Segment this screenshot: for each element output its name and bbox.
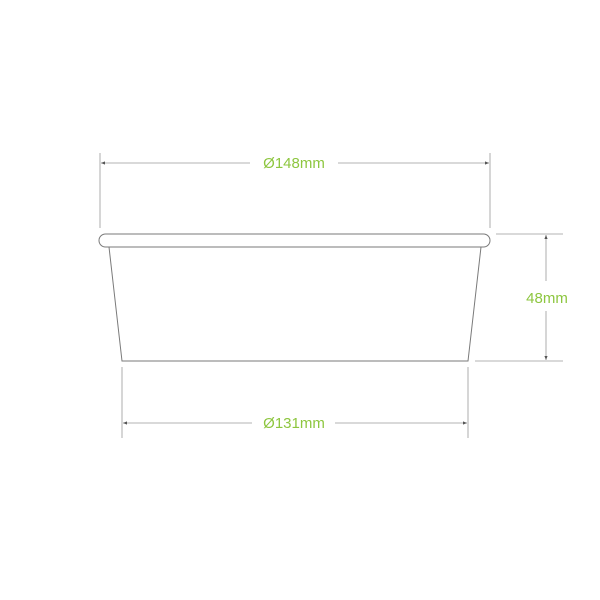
- container-outline: [98, 233, 491, 362]
- bottom-diameter-label: Ø131mm: [263, 415, 325, 432]
- container-rim: [98, 233, 491, 248]
- height-dimension: [475, 233, 563, 362]
- container-body: [108, 246, 482, 362]
- height-label: 48mm: [526, 290, 568, 307]
- top-diameter-dimension: [99, 153, 491, 228]
- bottom-diameter-dimension: [121, 367, 469, 438]
- top-diameter-label: Ø148mm: [263, 155, 325, 172]
